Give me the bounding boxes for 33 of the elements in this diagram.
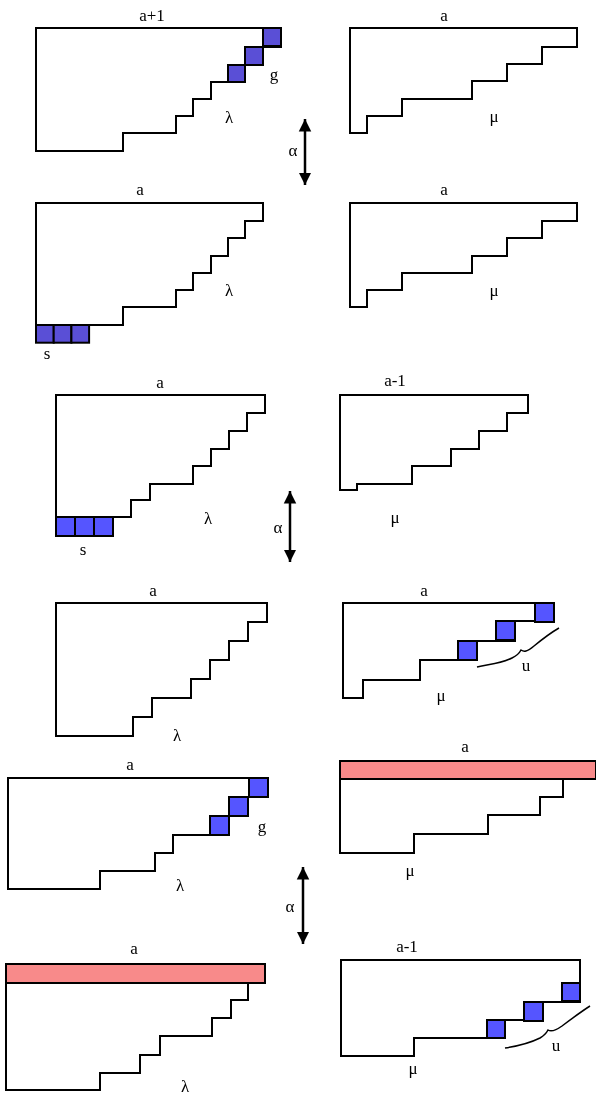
diagram-label: λ — [172, 726, 182, 744]
arrow-label: α — [288, 141, 298, 159]
diagram-label: λ — [175, 876, 185, 894]
arrow-label: α — [285, 897, 295, 915]
diagram-label: μ — [489, 281, 499, 299]
diagram-label: a — [156, 373, 164, 391]
diagram-label: a — [440, 6, 448, 24]
diagram-label: a+1 — [139, 6, 165, 24]
diagram-label: u — [551, 1036, 561, 1054]
diagram-label: a — [149, 581, 157, 599]
diagram-label: λ — [224, 108, 234, 126]
diagram-label: a — [461, 737, 469, 755]
diagram-label: μ — [390, 508, 400, 526]
diagram-label: u — [521, 656, 531, 674]
diagram-label: a — [440, 180, 448, 198]
diagram-label: a — [126, 755, 134, 773]
diagram-label: μ — [489, 107, 499, 125]
diagram-label: a-1 — [396, 937, 418, 955]
diagram-label: λ — [203, 509, 213, 527]
diagram-label: s — [43, 344, 51, 362]
diagram-label: g — [269, 65, 279, 83]
diagram-label: μ — [408, 1059, 418, 1077]
diagram-label: λ — [224, 281, 234, 299]
diagram-label: μ — [405, 861, 415, 879]
arrow-label: α — [273, 518, 283, 536]
diagram-label: a — [130, 939, 138, 957]
diagram-label: g — [257, 817, 267, 835]
diagram-label: a — [136, 180, 144, 198]
diagram-label: μ — [436, 686, 446, 704]
diagram-label: λ — [180, 1077, 190, 1095]
diagram-label: a — [420, 581, 428, 599]
diagram-label: s — [79, 540, 87, 558]
diagram-label: a-1 — [384, 371, 406, 389]
